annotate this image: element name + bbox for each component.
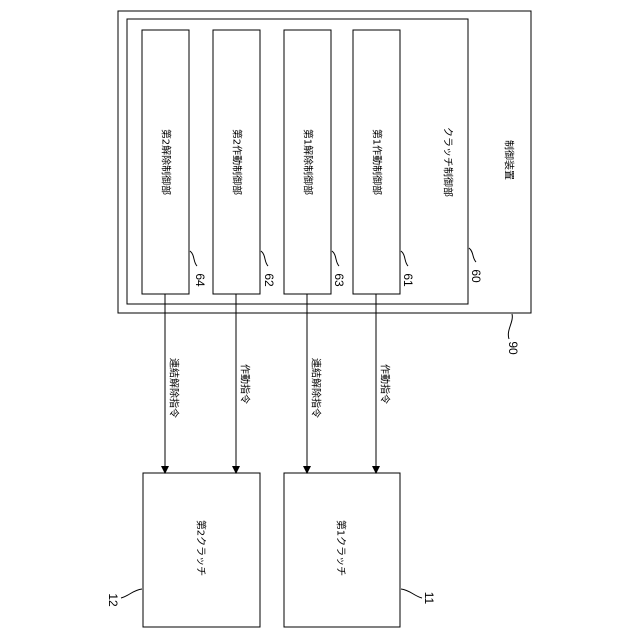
first-actuation-control-leader [401,251,408,266]
release-command-label-2: 連結解除指令 [168,358,181,418]
first-clutch-ref: 11 [422,592,436,605]
command-arrows: 作動指令 連結解除指令 作動指令 連結解除指令 [165,294,392,473]
second-clutch-ref: 12 [106,593,120,607]
second-actuation-control-label: 第2作動制御部 [231,129,244,195]
control-device-frame [118,11,531,313]
first-actuation-control-label: 第1作動制御部 [371,129,384,195]
clutch-control-unit-frame [127,19,468,304]
clutch-control-unit-leader [469,248,476,262]
second-actuation-control-ref: 62 [262,273,276,287]
actuate-command-label-2: 作動指令 [239,364,252,404]
second-clutch-block: 第2クラッチ 12 [106,473,260,627]
second-clutch-leader [121,589,142,598]
first-actuation-control-ref: 61 [401,273,415,287]
second-release-control-ref: 64 [193,273,207,287]
first-clutch-block: 第1クラッチ 11 [284,473,436,627]
control-device-label: 制御装置 [503,140,516,180]
control-device-block: 制御装置 90 [118,11,531,355]
second-actuation-control-leader [261,251,268,266]
clutch-control-unit-label: クラッチ制御部 [442,127,455,197]
second-release-control-unit: 第2解除制御部 64 [142,30,207,294]
second-clutch-label: 第2クラッチ [195,520,208,576]
clutch-control-unit-ref: 60 [469,269,483,283]
first-release-control-leader [332,251,339,266]
first-clutch-label: 第1クラッチ [335,520,348,576]
second-release-control-label: 第2解除制御部 [160,129,173,195]
control-device-ref: 90 [506,341,520,355]
actuate-command-label-1: 作動指令 [379,364,392,404]
first-actuation-control-unit: 第1作動制御部 61 [353,30,415,294]
first-release-control-label: 第1解除制御部 [302,129,315,195]
release-command-label-1: 連結解除指令 [310,358,323,418]
second-release-control-leader [190,251,197,266]
first-release-control-ref: 63 [332,273,346,287]
first-release-control-unit: 第1解除制御部 63 [284,30,346,294]
control-device-leader [508,314,512,339]
second-actuation-control-unit: 第2作動制御部 62 [213,30,276,294]
first-clutch-leader [401,589,422,598]
